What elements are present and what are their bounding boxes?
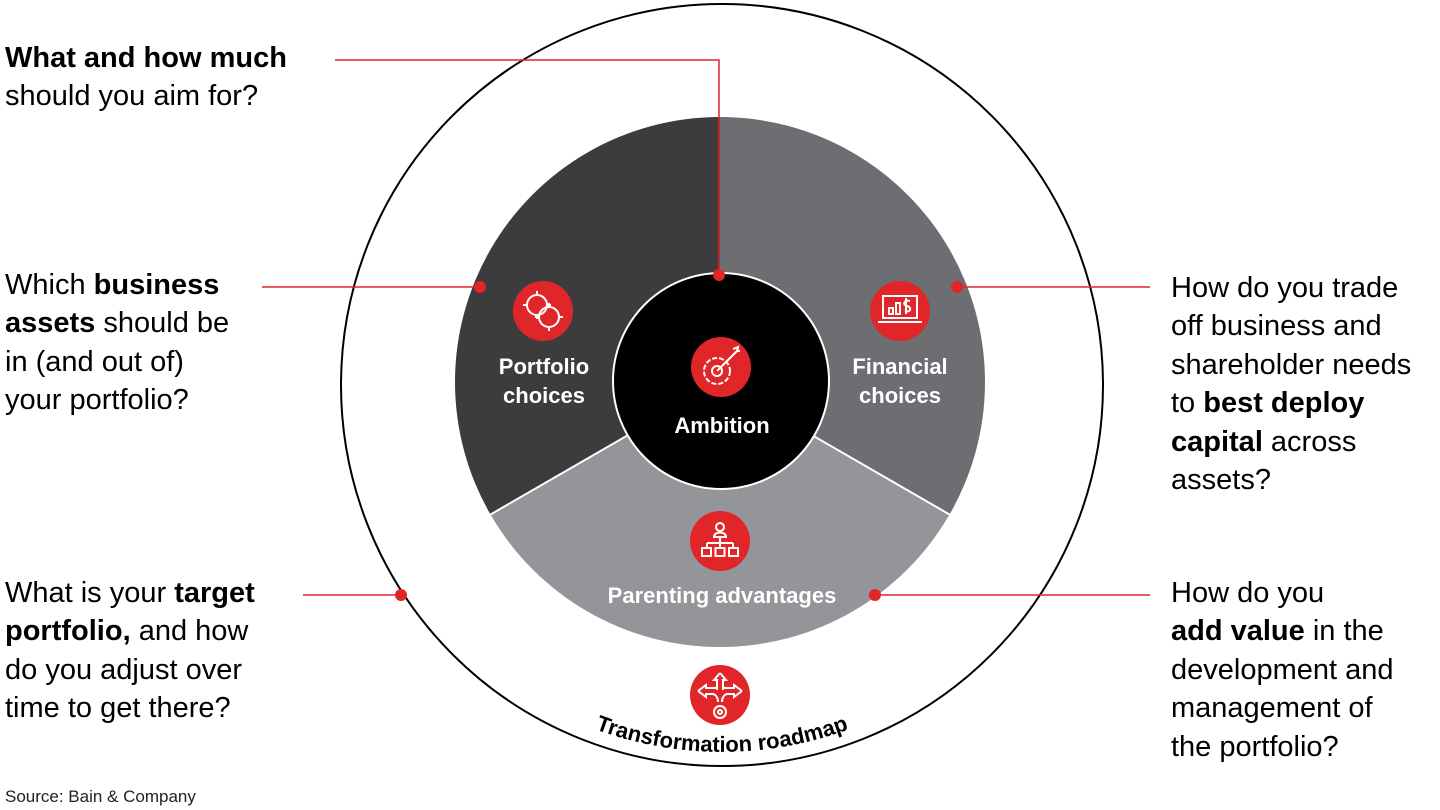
connector-dot: [951, 281, 963, 293]
question-text: in (and out of): [5, 345, 184, 378]
question-line: in (and out of): [5, 343, 229, 381]
question-line: management of: [1171, 689, 1394, 727]
question-line: your portfolio?: [5, 381, 229, 419]
question-line: portfolio, and how: [5, 612, 255, 650]
parenting-advantages-label: Parenting advantages: [608, 583, 837, 608]
question-line: off business and: [1171, 307, 1411, 345]
question-text: in the: [1304, 615, 1384, 648]
connector-dot: [713, 269, 725, 281]
question-text: and how: [130, 615, 249, 648]
question-line: add value in the: [1171, 612, 1394, 650]
question-line: How do you: [1171, 574, 1394, 612]
question-emphasis: What and how much: [5, 42, 287, 74]
org-chart-icon: [690, 511, 750, 571]
laptop-chart-dollar-icon: [870, 281, 930, 341]
question-text: across: [1262, 425, 1357, 458]
question-text: do you adjust over: [5, 653, 242, 686]
question-line: What and how much: [5, 39, 287, 77]
question-text: How do you: [1171, 577, 1325, 609]
question-line: the portfolio?: [1171, 728, 1394, 766]
connector-dot: [474, 281, 486, 293]
question-text: should you aim for?: [5, 80, 259, 113]
question-text: your portfolio?: [5, 384, 189, 417]
question-emphasis: target: [174, 577, 255, 609]
question-emphasis: business: [93, 269, 220, 301]
question-line: assets?: [1171, 461, 1411, 499]
portfolio-choices-label-line2: choices: [503, 383, 585, 408]
question-line: development and: [1171, 651, 1394, 689]
question-line: do you adjust over: [5, 651, 255, 689]
question-text: time to get there?: [5, 692, 231, 725]
question-ambition: What and how much should you aim for?: [5, 39, 287, 116]
question-text: How do you trade: [1171, 272, 1399, 304]
question-emphasis: portfolio,: [5, 615, 131, 648]
question-text: off business and: [1171, 310, 1382, 343]
question-text: management of: [1171, 692, 1373, 725]
question-text: What is your: [5, 577, 175, 609]
question-text: to: [1171, 387, 1204, 420]
target-gear-icon: [691, 337, 751, 397]
question-emphasis: capital: [1171, 425, 1263, 458]
portfolio-choices-label-line1: Portfolio: [499, 354, 589, 379]
question-text: should be: [95, 307, 230, 340]
puzzle-gears-icon: [513, 281, 573, 341]
question-line: time to get there?: [5, 689, 255, 727]
financial-choices-label-line2: choices: [859, 383, 941, 408]
question-text: development and: [1171, 653, 1394, 686]
question-emphasis: assets: [5, 307, 96, 340]
question-line: assets should be: [5, 304, 229, 342]
crossroads-arrows-icon: [690, 665, 750, 725]
question-line: What is your target: [5, 574, 255, 612]
connector-dot: [395, 589, 407, 601]
question-line: shareholder needs: [1171, 346, 1411, 384]
source-note: Source: Bain & Company: [5, 787, 196, 806]
question-line: should you aim for?: [5, 77, 287, 115]
ambition-label: Ambition: [674, 413, 769, 438]
question-emphasis: best deploy: [1203, 387, 1365, 420]
question-line: How do you trade: [1171, 269, 1411, 307]
question-text: the portfolio?: [1171, 730, 1339, 763]
question-text: assets?: [1171, 464, 1271, 497]
question-text: shareholder needs: [1171, 348, 1412, 381]
connector-ambition: [335, 59, 720, 275]
question-text: Which: [5, 269, 94, 301]
question-line: to best deploy: [1171, 384, 1411, 422]
question-line: Which business: [5, 266, 229, 304]
question-financial-choices: How do you trade off business and sharehol…: [1171, 269, 1411, 499]
connector-dot: [869, 589, 881, 601]
question-line: capital across: [1171, 423, 1411, 461]
financial-choices-label-line1: Financial: [852, 354, 947, 379]
question-emphasis: add value: [1171, 615, 1305, 648]
